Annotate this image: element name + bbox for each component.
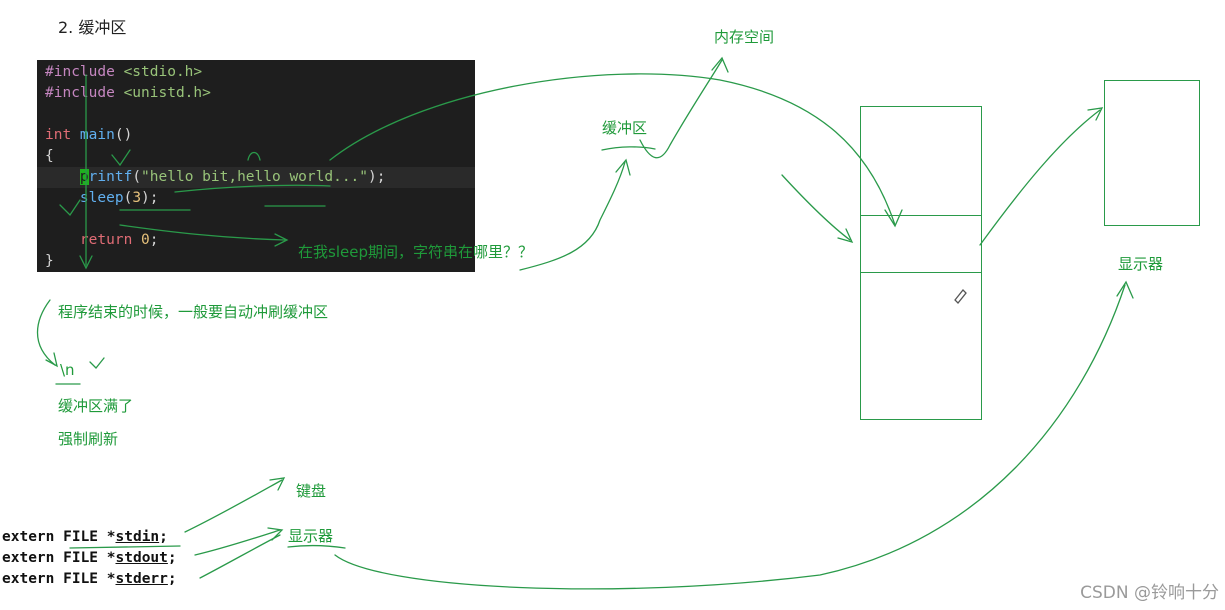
- code-token: "hello bit,hello world...": [141, 169, 369, 185]
- extern-prefix: extern FILE *: [2, 529, 116, 545]
- extern-declarations: extern FILE *stdin;extern FILE *stdout;e…: [2, 527, 177, 590]
- extern-suffix: ;: [167, 550, 177, 566]
- extern-line: extern FILE *stdout;: [2, 548, 177, 569]
- program-end-label: 程序结束的时候，一般要自动冲刷缓冲区: [58, 303, 329, 321]
- extern-line: extern FILE *stderr;: [2, 569, 177, 590]
- stream-name: stderr: [115, 571, 168, 587]
- ink-arrowhead: [269, 477, 286, 491]
- monitor-label-right: 显示器: [1118, 255, 1164, 273]
- buffer-full-label: 缓冲区满了: [58, 397, 134, 415]
- ink-question-to-buffer: [519, 161, 626, 271]
- code-token: [45, 232, 80, 248]
- extern-suffix: ;: [159, 529, 168, 545]
- ink-arrowhead: [1116, 280, 1134, 299]
- code-token: [45, 169, 80, 185]
- code-token: #include: [45, 64, 124, 80]
- code-token: 0: [141, 232, 150, 248]
- ink-left-bracket: [36, 299, 56, 366]
- extern-prefix: extern FILE *: [2, 550, 116, 566]
- extern-prefix: extern FILE *: [2, 571, 116, 587]
- code-token: {: [45, 148, 54, 164]
- code-token: );: [368, 169, 386, 185]
- ink-arrowhead: [837, 228, 854, 244]
- monitor-label-bottom: 显示器: [288, 527, 334, 545]
- section-title: 2. 缓冲区: [58, 18, 127, 37]
- extern-line: extern FILE *stdin;: [2, 527, 177, 548]
- code-line: }: [45, 251, 475, 272]
- ink-stderr-to-monitor-label: [199, 534, 281, 579]
- code-token: }: [45, 253, 54, 269]
- code-line: #include <stdio.h>: [45, 62, 475, 83]
- code-token: #include: [45, 85, 124, 101]
- force-flush-label: 强制刷新: [58, 430, 119, 448]
- code-token: return: [79, 232, 142, 248]
- code-token: (): [114, 127, 133, 143]
- code-token: rintf: [88, 169, 133, 185]
- ink-arrowhead: [1087, 107, 1104, 121]
- memory-space-label: 内存空间: [714, 28, 775, 46]
- code-token: [45, 190, 80, 206]
- monitor-box: [1104, 80, 1200, 226]
- ink-tick: [89, 357, 105, 369]
- code-token: ;: [149, 232, 159, 248]
- code-token: <stdio.h>: [123, 64, 203, 80]
- ink-to-buffer-region: [781, 174, 851, 241]
- buffer-region-box: [860, 215, 982, 273]
- question-label: 在我sleep期间，字符串在哪里？？: [298, 243, 533, 261]
- code-token: int: [45, 127, 80, 143]
- code-token: (: [132, 169, 142, 185]
- ink-arrowhead: [45, 352, 58, 368]
- newline-label: \n: [60, 361, 75, 379]
- ink-buffer-to-monitor: [979, 109, 1101, 246]
- ink-arrowhead: [615, 158, 631, 176]
- ink-stdin-to-keyboard: [184, 479, 283, 533]
- code-line: printf("hello bit,hello world...");: [37, 167, 475, 188]
- ink-stdout-to-monitor: [334, 284, 1126, 590]
- code-line: [45, 104, 475, 125]
- stream-name: stdout: [115, 550, 168, 566]
- code-token: sleep: [79, 190, 124, 206]
- watermark: CSDN @铃响十分: [1080, 583, 1219, 603]
- stream-name: stdin: [115, 529, 160, 545]
- code-token: main: [79, 127, 115, 143]
- code-token: );: [141, 190, 159, 206]
- code-line: int main(): [45, 125, 475, 146]
- extern-suffix: ;: [167, 571, 177, 587]
- code-line: [45, 209, 475, 230]
- ink-buffer-to-memspace: [639, 59, 723, 159]
- code-token: 3: [132, 190, 142, 206]
- code-line: #include <unistd.h>: [45, 83, 475, 104]
- code-token: (: [123, 190, 133, 206]
- ink-arrowhead: [711, 56, 729, 73]
- code-token: <unistd.h>: [123, 85, 211, 101]
- keyboard-label: 键盘: [296, 482, 327, 500]
- buffer-label: 缓冲区: [602, 119, 648, 137]
- code-token: p: [79, 169, 89, 185]
- ink-stdout-to-monitor-label: [194, 529, 281, 556]
- code-line: {: [45, 146, 475, 167]
- ink-arrowhead: [267, 527, 284, 541]
- ink-buffer-underline: [601, 146, 656, 151]
- code-line: sleep(3);: [45, 188, 475, 209]
